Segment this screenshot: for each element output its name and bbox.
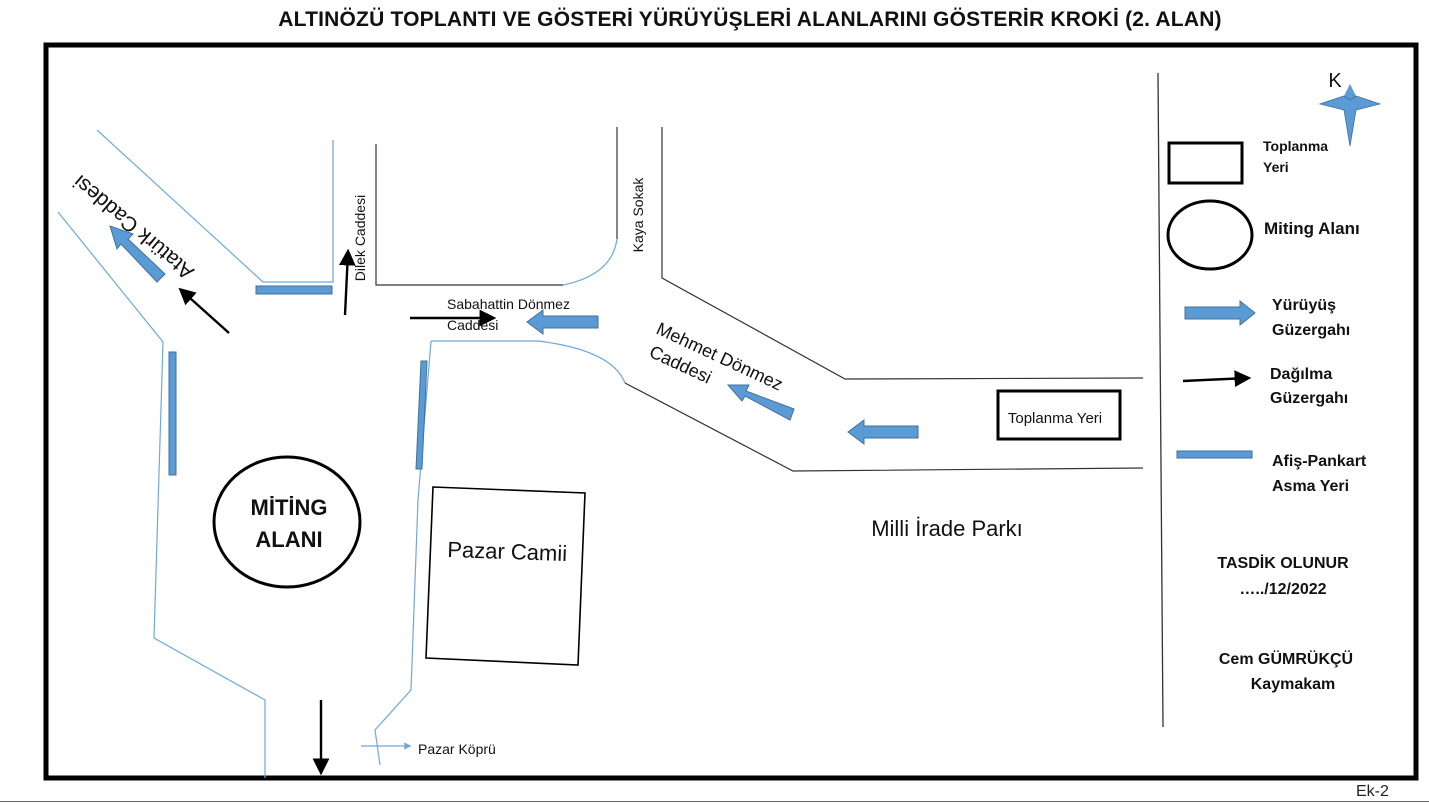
miting-area-label: ALANI: [255, 527, 322, 552]
legend-banner-label: Asma Yeri: [1272, 478, 1349, 495]
compass-north-label: K: [1328, 70, 1342, 92]
dispersal-arrow: [178, 287, 230, 334]
legend-march-label: Yürüyüş: [1272, 297, 1336, 314]
legend-march-swatch: [1184, 299, 1256, 327]
approval-date: …../12/2022: [1239, 581, 1326, 598]
approval-name: Cem GÜMRÜKÇÜ: [1219, 649, 1353, 668]
legend-toplanma-swatch: [1167, 141, 1244, 185]
approval-role: Kaymakam: [1251, 676, 1336, 693]
dilek-caddesi-label: Dilek Caddesi: [352, 195, 368, 281]
banner-marker: [168, 351, 177, 476]
miting-area-label: MİTİNG: [251, 495, 328, 520]
bottom-rule: [0, 801, 1429, 802]
legend-toplanma-label: Yeri: [1263, 159, 1289, 175]
pazar-kopru-label: Pazar Köprü: [418, 741, 496, 757]
march-arrow: [726, 384, 795, 421]
legend-banner-label: Afiş-Pankart: [1272, 453, 1367, 470]
banner-marker: [415, 360, 428, 470]
dispersal-arrows: [178, 248, 497, 776]
legend-dispersal-swatch: [1182, 370, 1252, 388]
pazar-camii-label: Pazar Camii: [447, 537, 568, 566]
toplanma-yeri-label: Toplanma Yeri: [1008, 410, 1102, 427]
legend-miting-label: Miting Alanı: [1264, 219, 1360, 238]
legend-march-label: Güzergahı: [1272, 322, 1350, 339]
miting-area-circle: [212, 455, 362, 589]
dispersal-arrow: [338, 248, 356, 316]
legend-toplanma-label: Toplanma: [1263, 138, 1328, 154]
ataturk-caddesi-label: Atatürk Caddesi: [69, 170, 198, 284]
milli-irade-parki-label: Milli İrade Parkı: [871, 516, 1023, 541]
legend-divider: [1157, 72, 1164, 728]
banner-marker: [255, 285, 333, 295]
banner-markers: [168, 285, 428, 476]
toplanma-yeri-box: [996, 389, 1122, 441]
sabahattin-donmez-label: Sabahattin Dönmez: [447, 296, 570, 312]
legend: Toplanma Yeri Miting Alanı Yürüyüş Güzer…: [1166, 138, 1367, 495]
approval-tasdik: TASDİK OLUNUR: [1217, 554, 1349, 572]
road-lines: [375, 127, 1144, 472]
legend-miting-swatch: [1166, 199, 1254, 271]
kaya-sokak-label: Kaya Sokak: [630, 177, 646, 253]
approval-block: TASDİK OLUNUR …../12/2022 Cem GÜMRÜKÇÜ K…: [1217, 554, 1353, 693]
map-title: ALTINÖZÜ TOPLANTI VE GÖSTERİ YÜRÜYÜŞLERİ…: [278, 8, 1222, 31]
map-frame: [43, 42, 1419, 781]
page-label: Ek-2: [1356, 783, 1389, 800]
legend-banner-swatch: [1176, 450, 1253, 459]
legend-dispersal-label: Güzergahı: [1270, 390, 1348, 407]
march-arrows: [109, 225, 919, 445]
march-arrow: [847, 419, 919, 445]
compass-star-icon: [1318, 84, 1382, 147]
pazar-camii-building: [425, 486, 586, 666]
march-arrow: [526, 309, 599, 335]
legend-dispersal-label: Dağılma: [1270, 366, 1332, 383]
march-arrow: [109, 225, 166, 283]
sabahattin-donmez-label: Caddesi: [447, 317, 498, 333]
